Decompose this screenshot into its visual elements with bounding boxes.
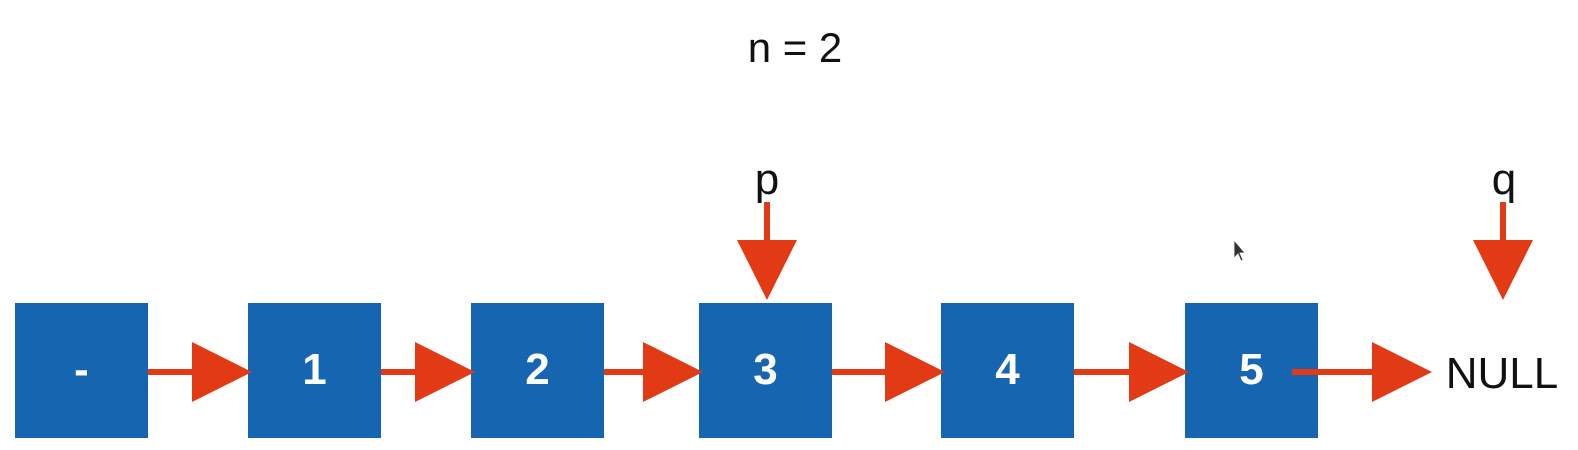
- node-3-box: [699, 303, 832, 438]
- title: n = 2: [748, 24, 843, 71]
- node-4: 4: [941, 303, 1074, 438]
- pointer-p-label: p: [755, 155, 779, 204]
- pointer-q-label: q: [1492, 155, 1516, 204]
- node-2: 2: [471, 303, 604, 438]
- node-3-label: 3: [753, 345, 777, 394]
- node-3: 3: [699, 303, 832, 438]
- node-4-box: [941, 303, 1074, 438]
- mouse-cursor-icon: [1233, 238, 1246, 262]
- node-2-box: [471, 303, 604, 438]
- node-1: 1: [248, 303, 381, 438]
- node-5-label: 5: [1239, 345, 1263, 394]
- node-2-label: 2: [525, 345, 549, 394]
- node-0: -: [15, 303, 148, 438]
- null-label: NULL: [1446, 349, 1559, 398]
- node-4-label: 4: [995, 345, 1020, 394]
- node-0-box: [15, 303, 148, 438]
- node-1-label: 1: [302, 345, 326, 394]
- node-0-label: -: [74, 345, 89, 394]
- node-1-box: [248, 303, 381, 438]
